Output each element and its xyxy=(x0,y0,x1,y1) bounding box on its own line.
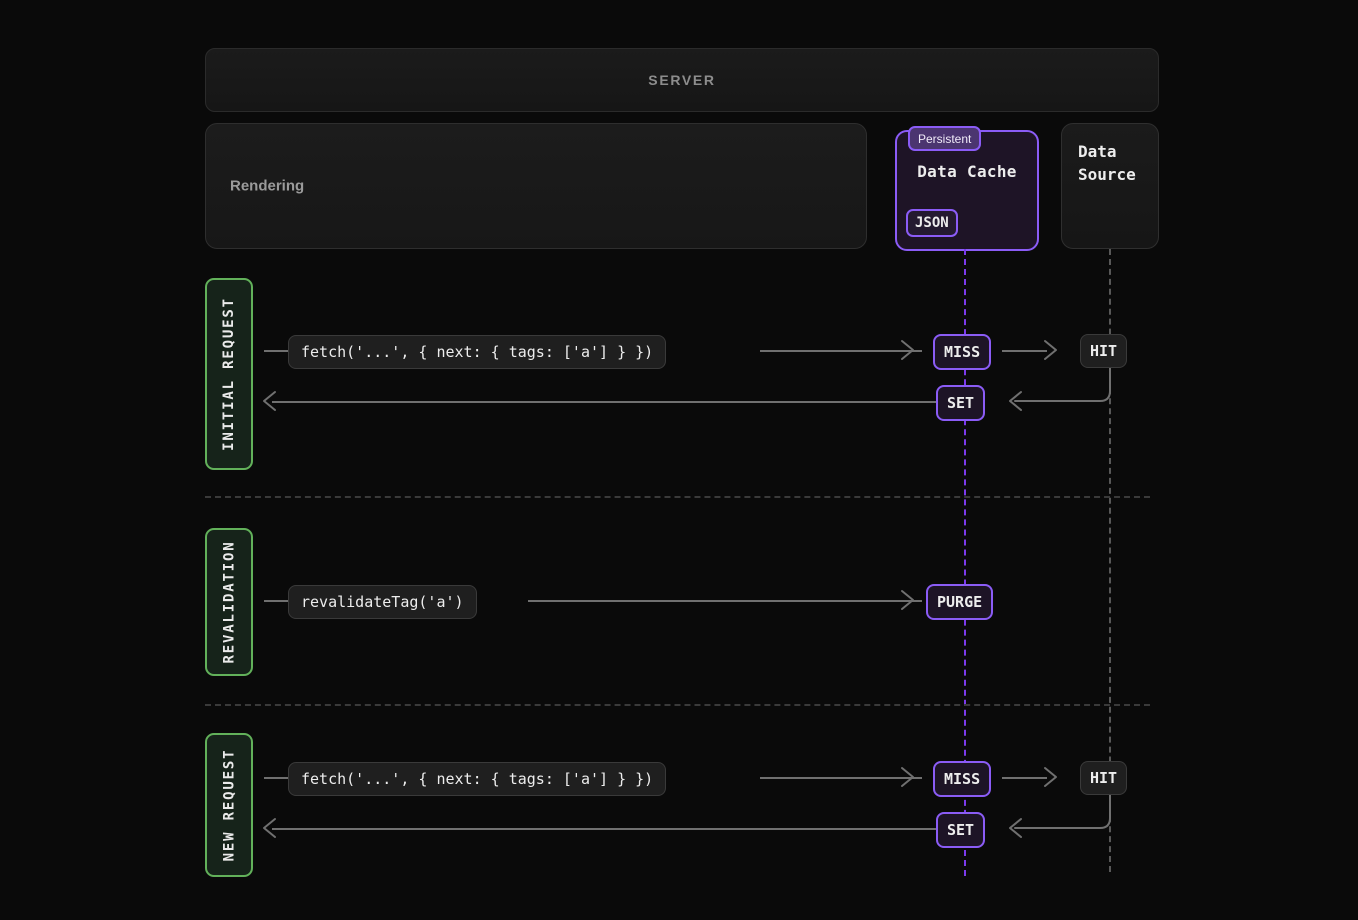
request-code-pill-3: fetch('...', { next: { tags: ['a'] } }) xyxy=(288,762,667,796)
cache-badge-set-2: SET xyxy=(936,812,986,848)
connector-line-5 xyxy=(760,777,922,779)
connector-line-3 xyxy=(272,401,936,403)
request-code-pill-1: fetch('...', { next: { tags: ['a'] } }) xyxy=(288,335,667,369)
arrow-head-right-4 xyxy=(901,767,914,787)
connector-stub-3 xyxy=(264,777,288,779)
arrow-head-right-5 xyxy=(1044,767,1057,787)
source-badge-hit-2: HIT xyxy=(1080,761,1128,795)
data-source-line2: Source xyxy=(1078,165,1136,185)
section-divider-2 xyxy=(205,704,1150,706)
rendering-box: Rendering xyxy=(205,123,867,249)
data-source-line1: Data xyxy=(1078,142,1117,161)
cache-badge-miss-1: MISS xyxy=(933,334,992,370)
connector-line-2 xyxy=(1002,350,1047,352)
cache-badge-purge: PURGE xyxy=(926,584,994,620)
return-elbow-2 xyxy=(1014,792,1111,829)
section-label-text: INITIAL REQUEST xyxy=(221,297,238,451)
connector-line-6 xyxy=(1002,777,1047,779)
connector-line-4 xyxy=(528,600,922,602)
return-elbow-1 xyxy=(1014,365,1111,402)
section-label-revalidation: REVALIDATION xyxy=(205,528,253,676)
section-divider-1 xyxy=(205,496,1150,498)
json-badge: JSON xyxy=(906,209,958,237)
section-label-new-request: NEW REQUEST xyxy=(205,733,253,877)
arrow-head-left-4 xyxy=(263,818,276,838)
server-container: SERVER xyxy=(205,48,1159,112)
data-source-lifeline xyxy=(1109,249,1111,872)
connector-stub-2 xyxy=(264,600,288,602)
data-cache-title: Data Cache xyxy=(917,162,1017,181)
arrow-head-left-1 xyxy=(1009,391,1022,411)
connector-line-7 xyxy=(272,828,936,830)
cache-badge-miss-2: MISS xyxy=(933,761,992,797)
data-cache-lifeline xyxy=(964,249,966,876)
arrow-head-right-1 xyxy=(901,340,914,360)
section-label-text: NEW REQUEST xyxy=(221,748,237,862)
persistent-badge: Persistent xyxy=(908,126,982,151)
section-label-initial-request: INITIAL REQUEST xyxy=(205,278,253,470)
cache-badge-set-1: SET xyxy=(936,385,986,421)
request-code-pill-2: revalidateTag('a') xyxy=(288,585,477,619)
connector-stub-1 xyxy=(264,350,288,352)
source-badge-hit-1: HIT xyxy=(1080,334,1128,368)
arrow-head-left-3 xyxy=(1009,818,1022,838)
connector-line-1 xyxy=(760,350,922,352)
arrow-head-right-2 xyxy=(1044,340,1057,360)
section-label-text: REVALIDATION xyxy=(221,540,237,664)
arrow-head-right-3 xyxy=(901,590,914,610)
arrow-head-left-2 xyxy=(263,391,276,411)
server-label: SERVER xyxy=(648,72,716,88)
rendering-label: Rendering xyxy=(230,177,305,195)
